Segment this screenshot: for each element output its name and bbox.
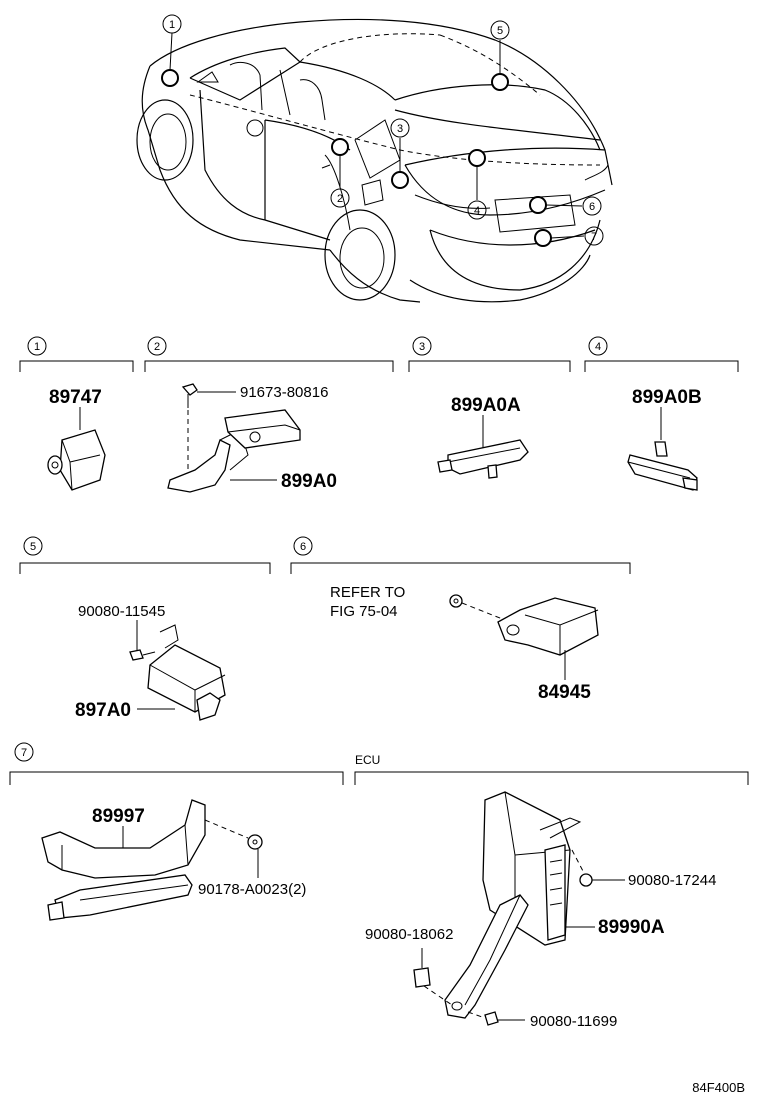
refer-to-label: REFER TO [330,584,405,601]
callout-circle-4 [467,200,487,220]
fig-reference: FIG 75-04 [330,603,398,620]
part-number-899A0: 899A0 [281,471,337,492]
group-number: 1 [34,341,40,353]
location-dot-4 [468,149,486,167]
callout-number: 5 [497,25,503,37]
part-number-89997: 89997 [92,806,145,827]
part-number-89990A: 89990A [598,917,665,938]
group-number: 3 [419,341,425,353]
part-number-899A0B: 899A0B [632,387,702,408]
group-4: 4 899A0B [584,336,739,491]
part-number-897A0: 897A0 [75,700,131,721]
location-dot-2 [331,138,349,156]
group-1: 1 89747 [19,336,134,491]
part-number-91673-80816: 91673-80816 [240,384,328,401]
figure-code: 84F400B [692,1080,745,1095]
location-dot-3 [391,171,409,189]
location-markers: 1 2 3 4 5 6 7 [161,14,604,247]
group-number: 2 [154,341,160,353]
part-number-90080-11545: 90080-11545 [78,603,165,620]
callout-number: 3 [397,123,403,135]
group-7: 7 89997 90178-A0023(2) [9,742,344,921]
part-number-90178-A0023: 90178-A0023(2) [198,881,306,898]
car-illustration [136,18,613,303]
callout-number: 6 [589,201,595,213]
ecu-group: ECU 90080-17244 89990A 90080-18062 [354,753,749,1030]
group-6: 6 REFER TO FIG 75-04 84945 [290,536,631,703]
callout-circle-3 [390,118,410,138]
callout-number: 1 [169,19,175,31]
location-dot-5 [491,73,509,91]
part-number-90080-17244: 90080-17244 [628,872,716,889]
callout-circle-5 [490,20,510,40]
part-number-89747: 89747 [49,387,102,408]
callout-circle-2 [330,188,350,208]
group-3: 3 899A0A [408,336,571,479]
group-number: 5 [30,541,36,553]
callout-number: 7 [591,231,597,243]
part-number-90080-18062: 90080-18062 [365,926,453,943]
callout-circle-7 [584,226,604,246]
callout-number: 4 [474,205,480,217]
part-number-90080-11699: 90080-11699 [530,1013,617,1030]
part-number-84945: 84945 [538,682,591,703]
location-dot-6 [529,196,547,214]
group-2: 2 91673-80816 899A0 [144,336,394,493]
group-5: 5 90080-11545 897A0 [19,536,271,721]
callout-circle-1 [162,14,182,34]
part-number-899A0A: 899A0A [451,395,521,416]
group-number: 4 [595,341,601,353]
group-number: 6 [300,541,306,553]
group-number: 7 [21,747,27,759]
location-dot-7 [534,229,552,247]
callout-circle-6 [582,196,602,216]
ecu-title: ECU [355,753,380,767]
callout-number: 2 [337,193,343,205]
location-dot-1 [161,69,179,87]
